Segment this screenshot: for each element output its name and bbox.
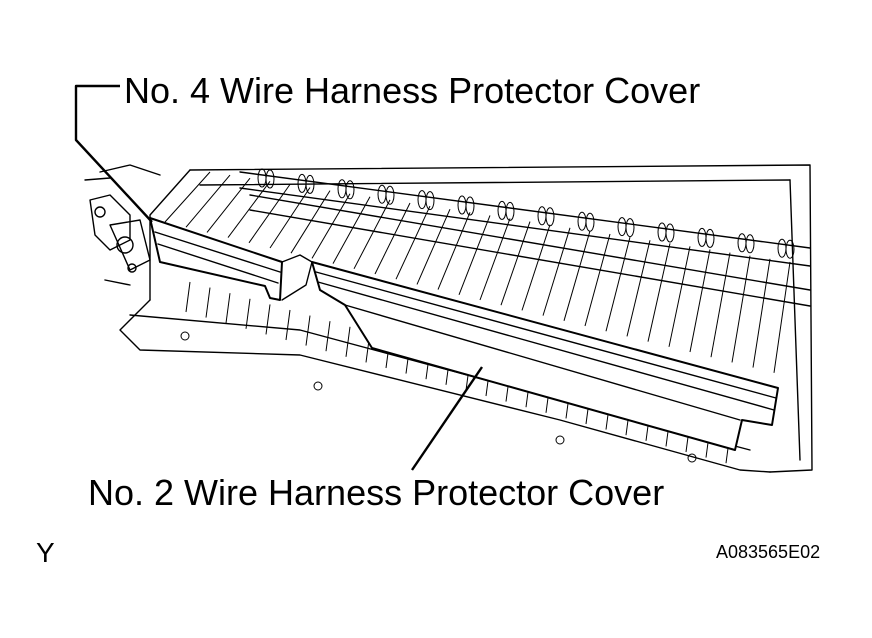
rod-ring	[777, 238, 787, 258]
cell-slat	[479, 218, 511, 301]
tray-fin	[185, 281, 191, 313]
tray-fin	[205, 287, 211, 318]
tray-fin	[265, 304, 271, 335]
rod-ring	[697, 227, 707, 247]
tray-fin	[225, 293, 231, 324]
leader-line-no2	[411, 366, 483, 471]
left-bracket	[84, 164, 161, 286]
rod-ring	[337, 179, 347, 199]
tray-fin	[325, 321, 331, 352]
cell-slat	[311, 193, 351, 259]
rod-ring	[305, 174, 315, 194]
rod-ring	[705, 228, 715, 248]
cover-joint	[281, 254, 313, 301]
rod-ring	[785, 239, 795, 259]
cell-slat	[206, 177, 251, 233]
cell-slat	[332, 196, 371, 264]
cell-slat	[395, 205, 431, 280]
leader-line-no4	[74, 84, 153, 223]
cell-slat	[185, 174, 231, 228]
rod-ring	[745, 234, 755, 254]
figure-code: A083565E02	[716, 542, 821, 562]
rod-ring	[345, 180, 355, 200]
cell-slat	[353, 199, 391, 270]
cell-slat	[626, 240, 651, 337]
cell-slat	[164, 171, 211, 223]
rod-ring	[665, 223, 675, 243]
cell-slat	[290, 190, 331, 254]
rod-ring	[265, 169, 275, 189]
rod-ring	[457, 195, 467, 215]
battery-module-cells	[164, 171, 791, 373]
cell-slat	[269, 187, 311, 249]
mounting-holes	[180, 331, 697, 463]
rod-ring	[545, 207, 555, 227]
orientation-mark: Y	[36, 537, 55, 568]
cell-slat	[647, 243, 671, 342]
rod-ring	[617, 217, 627, 237]
cell-slat	[752, 258, 771, 368]
cell-slat	[563, 230, 591, 321]
rod-ring	[377, 184, 387, 204]
rod-ring	[657, 222, 667, 242]
cell-slat	[416, 208, 451, 285]
leader-lines	[74, 84, 483, 471]
cell-slat	[731, 255, 751, 363]
tray-fin	[345, 326, 351, 357]
rod-rings	[257, 168, 795, 259]
no2-cover-label: No. 2 Wire Harness Protector Cover	[88, 472, 665, 513]
cell-slat	[542, 227, 571, 316]
cell-slat	[773, 261, 791, 373]
cell-slat	[668, 246, 691, 347]
rod-ring	[585, 212, 595, 232]
tray-fin	[305, 315, 311, 346]
bus-bar-rod	[239, 171, 811, 307]
rod-ring	[297, 173, 307, 193]
rod-ring	[417, 190, 427, 210]
rod-ring	[577, 211, 587, 231]
rod-ring	[465, 196, 475, 216]
cell-slat	[584, 233, 611, 327]
cell-slat	[605, 236, 631, 332]
cell-slat	[437, 212, 471, 290]
cell-slat	[710, 252, 731, 358]
tray-fin	[245, 298, 251, 329]
rod-ring	[497, 200, 507, 220]
rod-ring	[625, 218, 635, 238]
rod-ring	[737, 233, 747, 253]
no4-cover-label: No. 4 Wire Harness Protector Cover	[124, 70, 701, 111]
cell-slat	[500, 221, 531, 306]
cell-slat	[521, 224, 551, 311]
rod-ring	[505, 201, 515, 221]
no2-protector-cover	[311, 261, 779, 451]
tray-fin	[285, 309, 291, 341]
no4-protector-cover	[149, 217, 283, 301]
cell-slat	[374, 202, 411, 275]
rod-ring	[425, 191, 435, 211]
rod-ring	[385, 185, 395, 205]
cell-slat	[689, 249, 711, 353]
rod-ring	[537, 206, 547, 226]
cell-slat	[458, 215, 491, 295]
